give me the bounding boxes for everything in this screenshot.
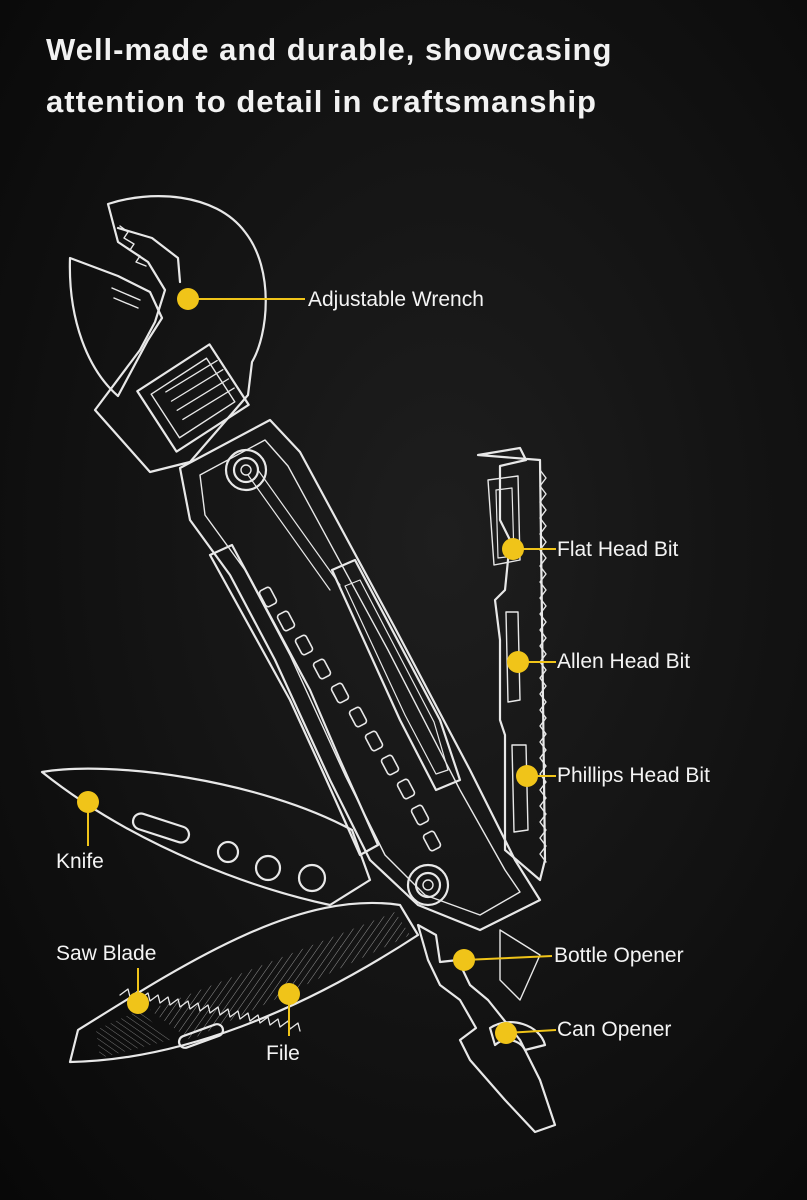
label-can-opener: Can Opener (557, 1018, 671, 1041)
label-saw-blade: Saw Blade (56, 942, 156, 965)
knife-blade (40, 767, 372, 907)
headline-line-2: attention to detail in craftsmanship (46, 84, 597, 119)
callouts: Adjustable Wrench Flat Head Bit Allen He… (56, 288, 710, 1065)
label-adjustable-wrench: Adjustable Wrench (308, 288, 484, 311)
callout-bottle-opener: Bottle Opener (453, 944, 684, 971)
handle-vent-slots (258, 586, 442, 852)
label-flat-head-bit: Flat Head Bit (557, 538, 679, 561)
wrench-head (68, 195, 267, 474)
callout-file: File (266, 983, 300, 1065)
callout-phillips-head-bit: Phillips Head Bit (516, 764, 710, 787)
label-file: File (266, 1042, 300, 1065)
callout-adjustable-wrench: Adjustable Wrench (177, 288, 484, 311)
callout-saw-blade: Saw Blade (56, 942, 156, 1014)
saw-file-blade (68, 901, 420, 1064)
callout-flat-head-bit: Flat Head Bit (502, 538, 679, 561)
callout-knife: Knife (56, 791, 104, 873)
label-knife: Knife (56, 850, 104, 873)
handle (178, 418, 542, 932)
label-phillips-head-bit: Phillips Head Bit (557, 764, 710, 787)
headline: Well-made and durable, showcasing attent… (46, 24, 786, 128)
callout-can-opener: Can Opener (495, 1018, 671, 1044)
label-bottle-opener: Bottle Opener (554, 944, 684, 967)
callout-allen-head-bit: Allen Head Bit (507, 650, 690, 673)
headline-line-1: Well-made and durable, showcasing (46, 32, 613, 67)
label-allen-head-bit: Allen Head Bit (557, 650, 690, 673)
